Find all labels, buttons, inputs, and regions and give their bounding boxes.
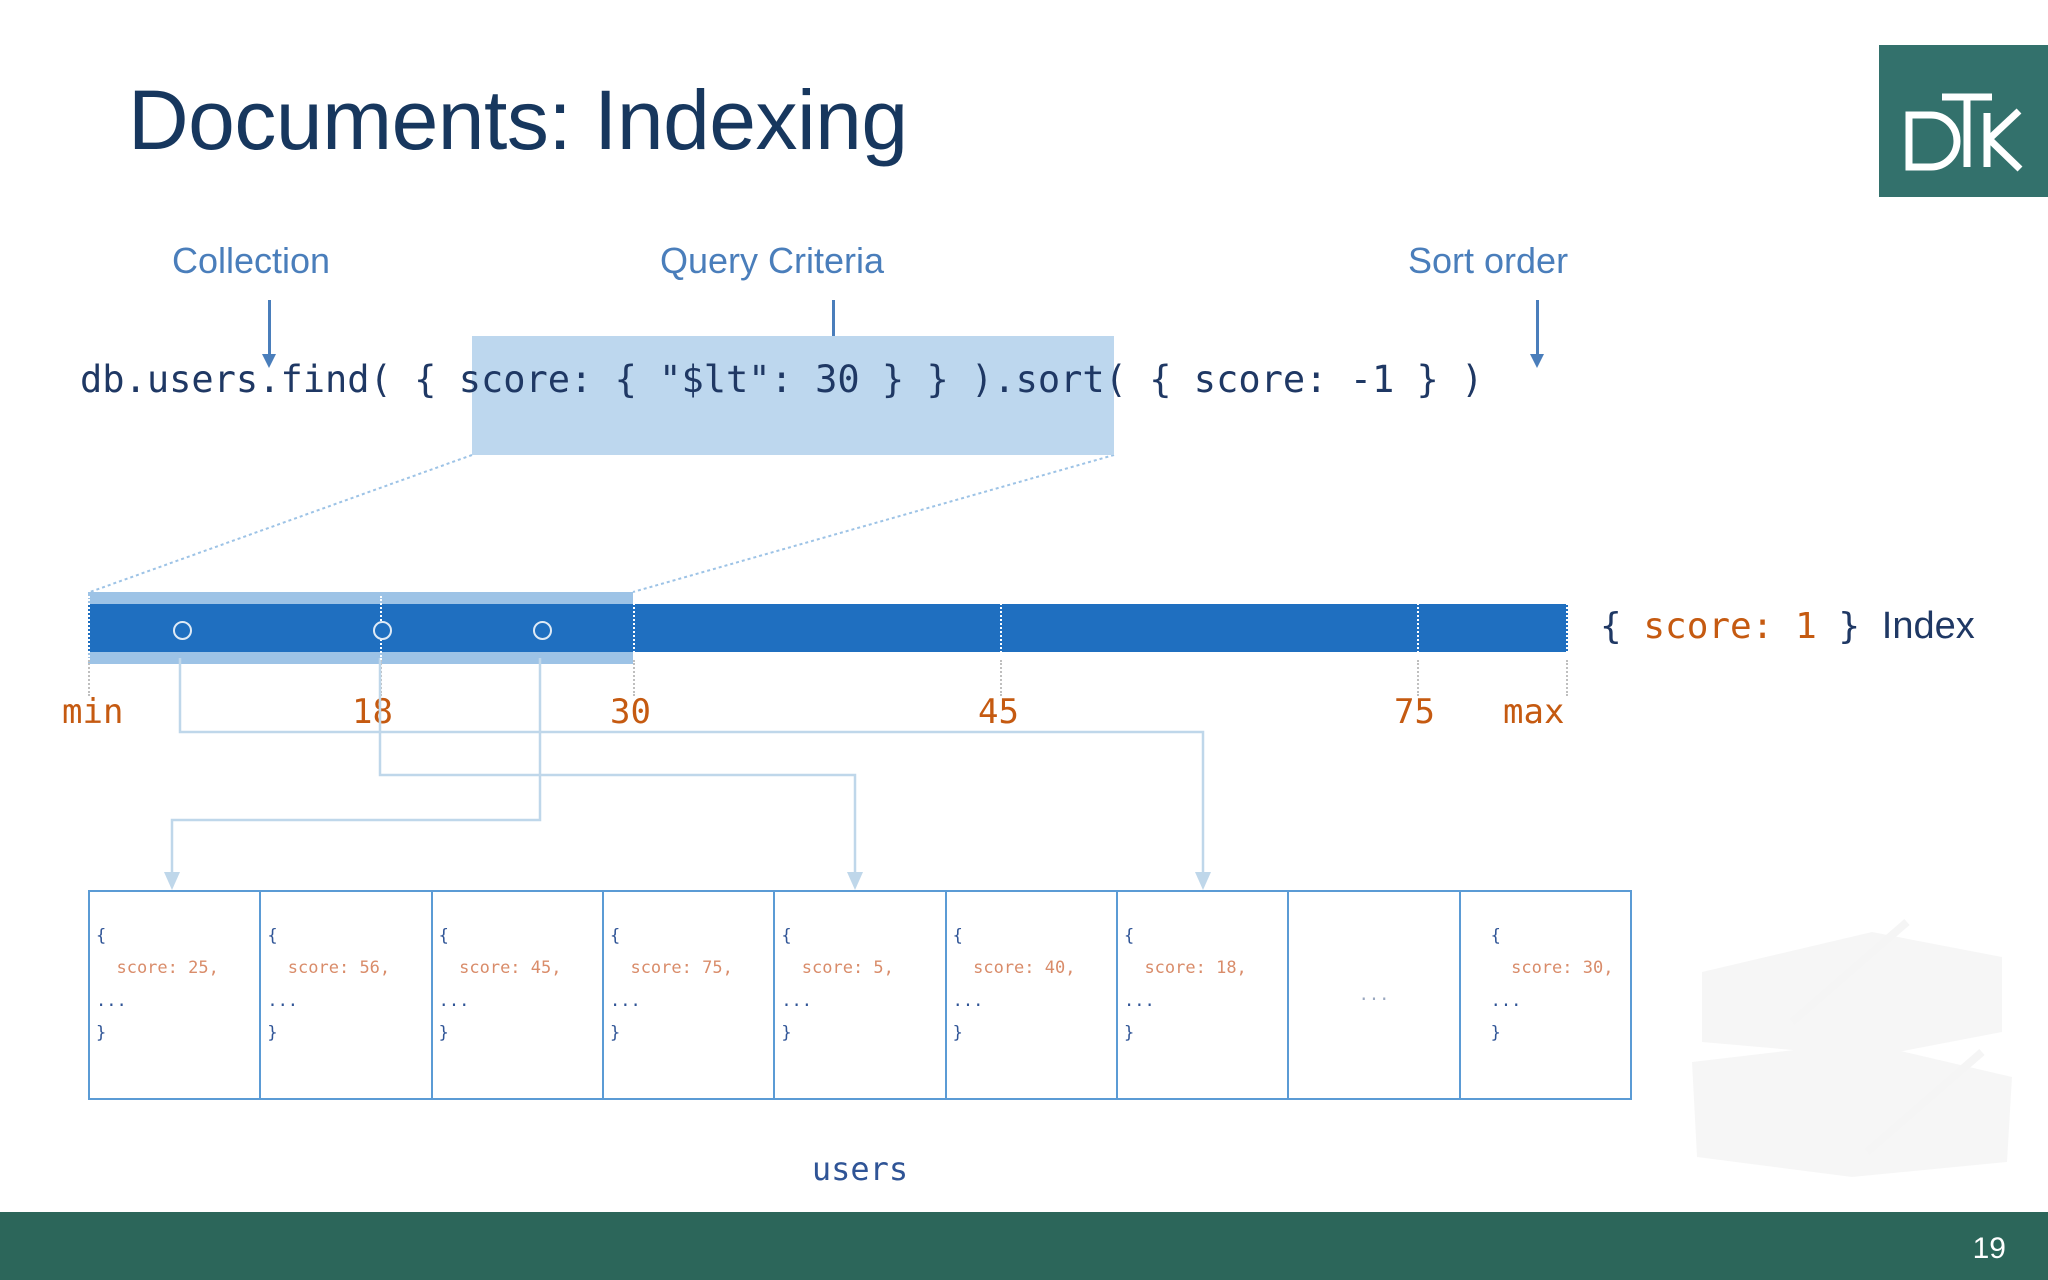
document-box[interactable]: { score: 18, ... }	[1115, 890, 1288, 1100]
index-caption-close: }	[1816, 606, 1882, 647]
callout-arrow-sort-order	[1530, 300, 1544, 368]
page-title: Documents: Indexing	[128, 73, 908, 167]
axis-label-45: 45	[978, 692, 1019, 732]
index-marker-2	[373, 621, 392, 640]
doc-close-brace: }	[952, 1022, 963, 1043]
index-tick-ext-75	[1417, 660, 1419, 696]
index-spec-caption: { score: 1 } Index	[1600, 605, 1975, 648]
callout-arrow-collection	[262, 300, 276, 368]
doc-ellipsis: ...	[1123, 990, 1155, 1011]
doc-ellipsis: ...	[952, 990, 984, 1011]
doc-ellipsis: ...	[267, 990, 299, 1011]
doc-open-brace: {	[96, 926, 107, 946]
index-marker-1	[173, 621, 192, 640]
doc-close-brace: }	[267, 1022, 278, 1043]
index-caption-open: {	[1600, 606, 1644, 647]
collection-name-label: users	[811, 1150, 909, 1188]
index-tick-ext-max	[1566, 660, 1568, 696]
doc-ellipsis: ...	[1490, 990, 1522, 1011]
document-json: { score: 40, ... }	[947, 920, 1116, 1049]
document-json: { score: 30, ... }	[1461, 920, 1630, 1049]
document-box[interactable]: { score: 30, ... }	[1458, 890, 1632, 1100]
query-criteria-highlight	[472, 336, 1114, 455]
index-tick-min	[88, 596, 90, 660]
index-caption-word: Index	[1881, 605, 1975, 647]
doc-open-brace: {	[438, 926, 449, 946]
index-tick-max	[1566, 596, 1568, 660]
document-box[interactable]: { score: 75, ... }	[601, 890, 774, 1100]
page-number: 19	[1972, 1232, 2006, 1265]
doc-close-brace: }	[781, 1022, 792, 1043]
document-json: { score: 45, ... }	[433, 920, 602, 1049]
document-json: { score: 56, ... }	[261, 920, 430, 1049]
document-box[interactable]: { score: 5, ... }	[773, 890, 945, 1100]
doc-open-brace: {	[267, 926, 278, 946]
index-tick-ext-45	[1000, 660, 1002, 696]
score-index-bar	[88, 604, 1568, 652]
callout-label-collection: Collection	[172, 240, 331, 281]
doc-score-field: score: 18,	[1123, 958, 1247, 979]
document-json: { score: 5, ... }	[775, 920, 944, 1049]
doc-close-brace: }	[1490, 1022, 1501, 1043]
background-watermark-image	[1672, 912, 2032, 1202]
document-box[interactable]: { score: 45, ... }	[430, 890, 602, 1100]
index-tick-ext-min	[88, 660, 90, 696]
index-tick-ext-30	[633, 660, 635, 696]
axis-label-max: max	[1503, 692, 1565, 732]
axis-label-min: min	[62, 692, 124, 732]
doc-close-brace: }	[609, 1022, 621, 1043]
doc-ellipsis: ...	[781, 990, 813, 1011]
users-documents-row: { score: 25, ... } { score: 56, ... } { …	[88, 890, 1632, 1100]
axis-label-30: 30	[610, 692, 651, 732]
axis-label-18: 18	[352, 692, 393, 732]
doc-score-field: score: 56,	[267, 958, 391, 979]
index-to-document-connectors	[0, 640, 2048, 890]
index-tick-30	[633, 596, 635, 660]
doc-score-field: score: 40,	[952, 958, 1076, 979]
doc-score-field: score: 25,	[96, 958, 219, 979]
doc-close-brace: }	[96, 1022, 107, 1043]
document-json: { score: 75, ... }	[604, 920, 773, 1049]
doc-open-brace: {	[1123, 926, 1135, 946]
doc-close-brace: }	[1123, 1022, 1135, 1043]
callout-label-query-criteria: Query Criteria	[660, 240, 885, 281]
doc-score-field: score: 30,	[1490, 958, 1614, 979]
doc-open-brace: {	[1490, 926, 1501, 946]
document-box[interactable]: { score: 25, ... }	[88, 890, 260, 1100]
doc-ellipsis: ...	[1358, 985, 1390, 1005]
document-box[interactable]: { score: 40, ... }	[944, 890, 1116, 1100]
doc-score-field: score: 5,	[781, 958, 894, 979]
axis-label-75: 75	[1394, 692, 1435, 732]
index-tick-75	[1417, 596, 1419, 660]
document-json: { score: 25, ... }	[90, 920, 259, 1049]
doc-open-brace: {	[609, 926, 621, 946]
doc-ellipsis: ...	[96, 990, 127, 1011]
doc-close-brace: }	[438, 1022, 449, 1043]
query-to-index-leader-lines	[0, 330, 2048, 620]
doc-open-brace: {	[781, 926, 792, 946]
query-code-line: db.users.find( { score: { "$lt": 30 } } …	[80, 358, 1484, 401]
document-json: { score: 18, ... }	[1118, 920, 1287, 1049]
doc-score-field: score: 75,	[609, 958, 733, 979]
doc-open-brace: {	[952, 926, 963, 946]
index-tick-45	[1000, 596, 1002, 660]
callout-label-sort-order: Sort order	[1408, 240, 1569, 281]
document-box[interactable]: { score: 56, ... }	[259, 890, 431, 1100]
dtk-logo	[1879, 45, 2048, 197]
doc-score-field: score: 45,	[438, 958, 562, 979]
slide-footer: 19	[0, 1212, 2048, 1280]
doc-ellipsis: ...	[609, 990, 641, 1011]
document-box-ellipsis[interactable]: ...	[1287, 890, 1459, 1100]
index-marker-3	[533, 621, 552, 640]
doc-ellipsis: ...	[438, 990, 470, 1011]
index-caption-key: score: 1	[1643, 606, 1817, 647]
